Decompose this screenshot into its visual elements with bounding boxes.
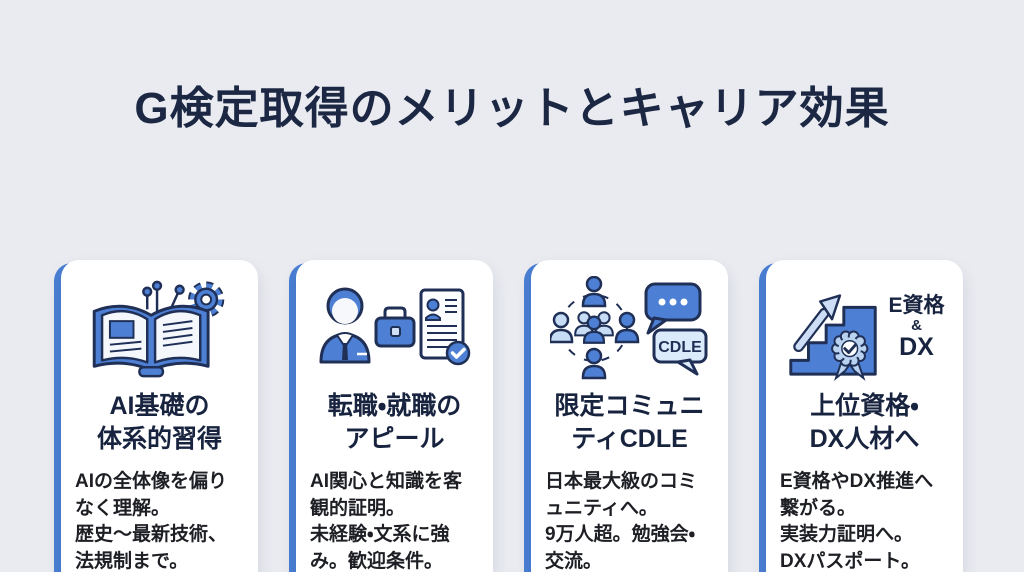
book-gear-circuit-icon	[61, 272, 258, 384]
card-ai-basics: AI基礎の 体系的習得 AIの全体像を偏りなく理解。 歴史〜最新技術、法規制まで…	[54, 260, 258, 572]
card-body: AIの全体像を偏りなく理解。 歴史〜最新技術、法規制まで。	[75, 471, 228, 572]
card-job-appeal: 転職・就職の アピール AI関心と知識を客観的証明。 未経験・文系に強み。歓迎条…	[289, 260, 493, 572]
card-title: 転職・就職の アピール	[327, 392, 462, 453]
briefcase-icon	[374, 306, 415, 348]
cdle-bubble-label: CDLE	[658, 339, 702, 356]
ribbon-badge-icon	[831, 330, 869, 381]
arrow-up-icon	[793, 294, 842, 353]
card-cdle-community: CDLE 限定コミュニ ティCDLE 日本最大級のコミュニティへ。 9万人超。勉…	[524, 260, 728, 572]
check-circle-icon	[445, 340, 470, 366]
check-icon	[843, 343, 858, 355]
chat-bubble-dots-icon	[644, 282, 701, 335]
card-title: 限定コミュニ ティCDLE	[554, 392, 705, 453]
community-network-chat-icon-svg: CDLE	[549, 276, 707, 380]
businessman-briefcase-resume-icon-svg	[319, 287, 470, 366]
stairs-growth-badge-icon-svg	[789, 294, 878, 381]
e-shikaku-dx-label: E資格 & DX	[888, 294, 945, 362]
card-body: AI関心と知識を客観的証明。 未経験・文系に強み。歓迎条件。	[310, 471, 463, 572]
community-circle-icon	[549, 276, 639, 380]
book-gear-circuit-icon-svg	[92, 280, 224, 378]
gear-icon	[187, 281, 224, 318]
card-title: AI基礎の 体系的習得	[96, 392, 222, 453]
businessman-briefcase-resume-icon	[296, 272, 493, 384]
card-body: 日本最大級のコミュニティへ。 9万人超。勉強会・交流。	[545, 471, 698, 572]
community-network-chat-icon: CDLE	[531, 272, 728, 384]
card-title: 上位資格・ DX人材へ	[809, 392, 920, 453]
businessman-icon	[319, 287, 370, 364]
stairs-growth-badge-icon: E資格 & DX	[766, 272, 963, 384]
resume-icon	[419, 288, 470, 366]
card-body: E資格やDX推進へ繋がる。 実装力証明へ。 DXパスポート。	[780, 471, 934, 572]
card-advanced-dx: E資格 & DX 上位資格・ DX人材へ E資格やDX推進へ繋がる。 実装力証明…	[759, 260, 963, 572]
page-title: G検定取得のメリットとキャリア効果	[134, 84, 890, 133]
benefit-cards-row: AI基礎の 体系的習得 AIの全体像を偏りなく理解。 歴史〜最新技術、法規制まで…	[0, 260, 1024, 572]
open-book-icon	[92, 304, 210, 378]
chat-bubble-cdle-icon: CDLE	[652, 328, 707, 376]
